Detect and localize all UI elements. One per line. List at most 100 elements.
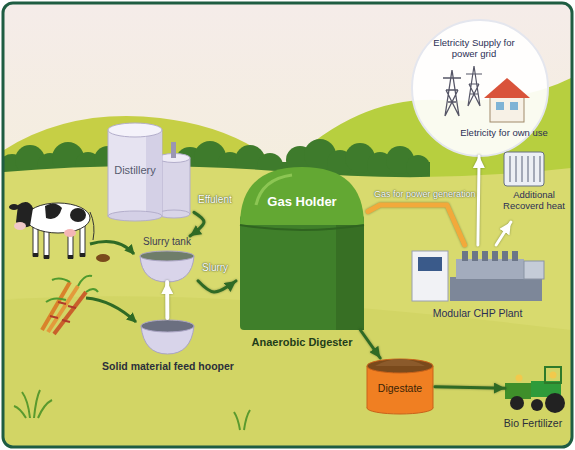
tree-line — [406, 155, 430, 179]
node-label: Gas Holder — [236, 195, 368, 210]
engine-cylinders — [462, 251, 518, 261]
node-label: Eletricity for own use — [454, 128, 554, 139]
distillery-tank: Distillery — [104, 118, 194, 220]
feed-arrow — [90, 242, 134, 254]
grass-tuft — [234, 410, 250, 430]
tank-top — [367, 359, 433, 373]
dome-band — [240, 225, 364, 230]
radiator-fins — [510, 156, 540, 182]
cow-illustration — [64, 229, 76, 237]
cow-illustration — [80, 253, 85, 257]
chimney — [171, 142, 176, 158]
edge-label: Gas for power generation — [374, 189, 476, 199]
house-window — [510, 102, 518, 110]
flow-connector — [368, 205, 465, 245]
driver — [550, 372, 557, 379]
digestate-tank: Digestate — [365, 358, 435, 414]
edge-label: Slurry — [202, 262, 228, 273]
cow-illustration — [68, 255, 73, 259]
cow-illustration — [45, 203, 62, 218]
heat-radiator-shape — [496, 150, 572, 222]
sky — [4, 4, 571, 446]
silo-body — [158, 158, 190, 214]
cow-illustration — [9, 204, 19, 210]
grass-tuft — [14, 390, 52, 418]
tractor-fertilizer: Bio Fertilizer — [505, 365, 567, 413]
chp-plant-shape — [410, 245, 545, 303]
silo-top — [108, 123, 162, 137]
house-wall — [490, 96, 524, 122]
flow-connector — [496, 222, 511, 245]
flow-connector — [478, 156, 479, 245]
flow-connector — [198, 281, 236, 292]
heat-radiator: Additional Recoverd heat — [496, 150, 572, 222]
tractor-wheel — [531, 399, 543, 411]
feed-hopper: Solid material feed hooper — [140, 318, 195, 356]
manure — [96, 254, 110, 262]
tractor-cab — [545, 367, 561, 383]
silo-base — [158, 210, 190, 218]
radiator-icon — [504, 152, 544, 186]
cow-illustration — [70, 208, 86, 222]
anaerobic-digester-shape — [236, 165, 368, 330]
chp-plant: Modular CHP Plant — [410, 245, 545, 303]
engine-base — [450, 277, 542, 301]
feed-arrow — [86, 298, 136, 322]
cow-illustration — [14, 222, 26, 230]
flow-connector — [190, 212, 204, 236]
trailer-wheel — [510, 396, 524, 410]
house-window — [496, 102, 504, 110]
house-roof — [484, 78, 530, 98]
flow-connector — [165, 282, 169, 318]
node-label: Modular CHP Plant — [405, 307, 550, 319]
node-label: Digestate — [365, 382, 435, 394]
cow-illustration — [33, 226, 38, 256]
node-label: Solid material feed hooper — [93, 360, 243, 372]
cow-illustration — [26, 203, 90, 233]
engine-block — [456, 259, 524, 279]
tank-liquid — [140, 251, 194, 261]
manure — [96, 254, 110, 262]
feed-hopper-shape — [140, 318, 195, 356]
grass-tuft — [14, 390, 250, 430]
hopper-top — [141, 320, 194, 332]
ground — [4, 166, 571, 446]
edge-label: Effulent — [198, 194, 232, 205]
control-cabinet — [412, 251, 448, 301]
ground — [4, 166, 571, 446]
sugarcane-illustration — [50, 302, 76, 322]
frame-border — [3, 3, 572, 447]
generator-box — [524, 261, 544, 279]
digestate-pile — [375, 359, 425, 366]
landscape — [4, 4, 571, 446]
tractor-wheel — [545, 393, 565, 413]
silo-base — [108, 211, 162, 221]
flow-connector — [360, 330, 380, 358]
node-label: Eletricity Supply for power grid — [424, 38, 524, 60]
node-label: Additional Recoverd heat — [496, 190, 572, 212]
pylon-symbol — [466, 66, 482, 106]
cow-illustration — [90, 212, 94, 240]
sugarcane-illustration — [42, 276, 98, 334]
control-screen — [418, 257, 442, 271]
tractor-fertilizer-shape — [505, 365, 567, 413]
cow-illustration — [33, 253, 38, 257]
feed-arrow — [86, 242, 136, 322]
cow-illustration — [9, 202, 94, 259]
cow-illustration — [80, 226, 85, 256]
digester-body — [240, 215, 364, 330]
pylon-symbol — [443, 70, 461, 116]
node-label: Bio Fertilizer — [493, 417, 573, 429]
passenger — [516, 375, 523, 382]
electricity-circle: Eletricity Supply for power gridEletrici… — [410, 18, 550, 158]
node-label: Distillery — [108, 164, 162, 177]
digester-shade — [336, 220, 364, 330]
silo-body — [108, 130, 162, 216]
anaerobic-digester: Gas HolderAnaerobic Digester — [236, 165, 368, 330]
node-label: Slurry tank — [132, 236, 202, 248]
node-label: Anaerobic Digester — [226, 336, 378, 349]
cow-illustration — [44, 255, 49, 259]
slurry-tank: Slurry tank — [136, 236, 198, 282]
